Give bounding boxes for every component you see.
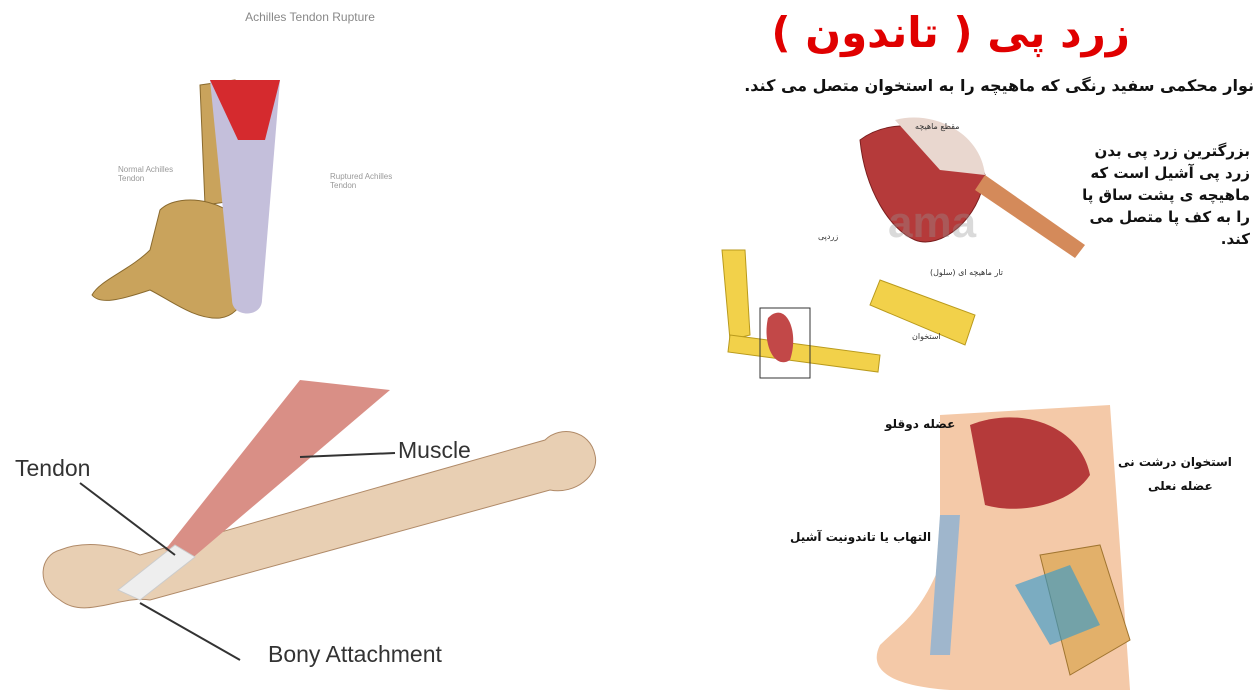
bone-label-fa: استخوان — [912, 332, 941, 341]
muscle-fiber-label: تار ماهیچه ای (سلول) — [930, 268, 1003, 277]
ruptured-tendon-label: Ruptured Achilles Tendon — [330, 172, 400, 190]
achilles-rupture-illustration: Achilles Tendon Rupture Normal Achilles … — [0, 0, 640, 345]
tendon-definition-panel: زرد پی ( تاندون ) نوار محکمی سفید رنگی ک… — [640, 0, 1260, 395]
achilles-description: بزرگترین زرد پی بدن زرد پی آشیل است که م… — [1070, 140, 1250, 250]
bone-muscle-drawing — [0, 345, 640, 690]
muscle-section-label: مقطع ماهیچه — [915, 122, 960, 131]
leg-drawing — [640, 395, 1260, 690]
tibia-label: استخوان درشت نی — [1118, 455, 1232, 469]
tendon-bone-diagram: Tendon Muscle Bony Attachment — [0, 345, 640, 690]
soleus-label: عضله نعلی — [1148, 479, 1213, 493]
watermark: ama — [888, 198, 976, 248]
bony-attachment-label: Bony Attachment — [268, 641, 442, 668]
muscle-label: Muscle — [398, 437, 471, 464]
illustration-caption: Achilles Tendon Rupture — [180, 10, 440, 24]
normal-tendon-label: Normal Achilles Tendon — [118, 165, 188, 183]
tendon-label: Tendon — [15, 455, 90, 482]
normal-ankle-drawing — [92, 80, 280, 318]
calf-anatomy-panel: عضله دوقلو استخوان درشت نی عضله نعلی الت… — [640, 395, 1260, 690]
gastrocnemius-label: عضله دوقلو — [885, 417, 955, 431]
tendon-label-fa: زردپی — [818, 232, 838, 241]
ankle-diagram — [0, 0, 640, 345]
tendinitis-label: التهاب یا تاندونیت آشیل — [790, 530, 931, 544]
